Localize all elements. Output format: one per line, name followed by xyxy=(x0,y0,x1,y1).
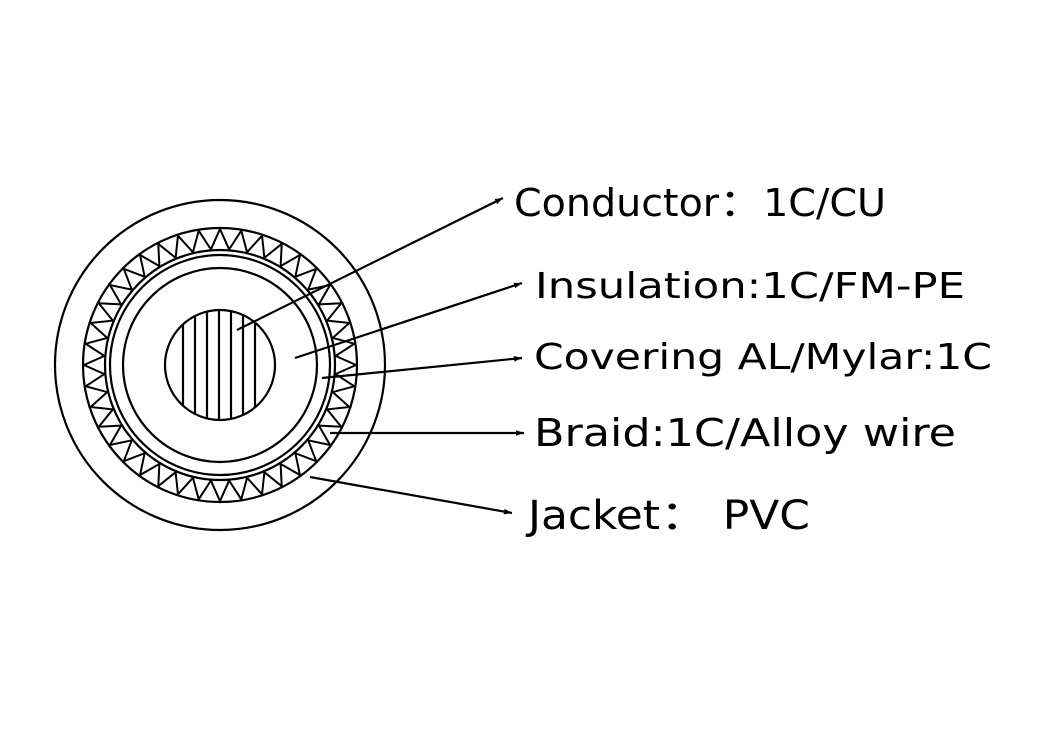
jacket-outer-ring xyxy=(53,198,387,532)
jacket-leader xyxy=(309,475,513,515)
covering-outer-ring xyxy=(108,253,332,477)
jacket-label: Jacket： PVC xyxy=(526,493,810,539)
insulation-leader xyxy=(294,281,523,360)
conductor-label: Conductor：1C/CU xyxy=(514,181,886,225)
covering-inner-ring xyxy=(121,266,319,464)
braid-zigzag-path xyxy=(81,226,359,504)
braid-zigzag xyxy=(81,226,359,504)
covering-leader xyxy=(321,356,523,380)
braid-inner-ring xyxy=(103,248,337,482)
braid-label: Braid:1C/Alloy wire xyxy=(534,411,956,455)
conductor-strands xyxy=(181,310,257,420)
covering-label: Covering AL/Mylar:1C xyxy=(534,337,992,378)
insulation-label: Insulation:1C/FM-PE xyxy=(535,266,965,307)
conductor-leader xyxy=(236,197,504,331)
